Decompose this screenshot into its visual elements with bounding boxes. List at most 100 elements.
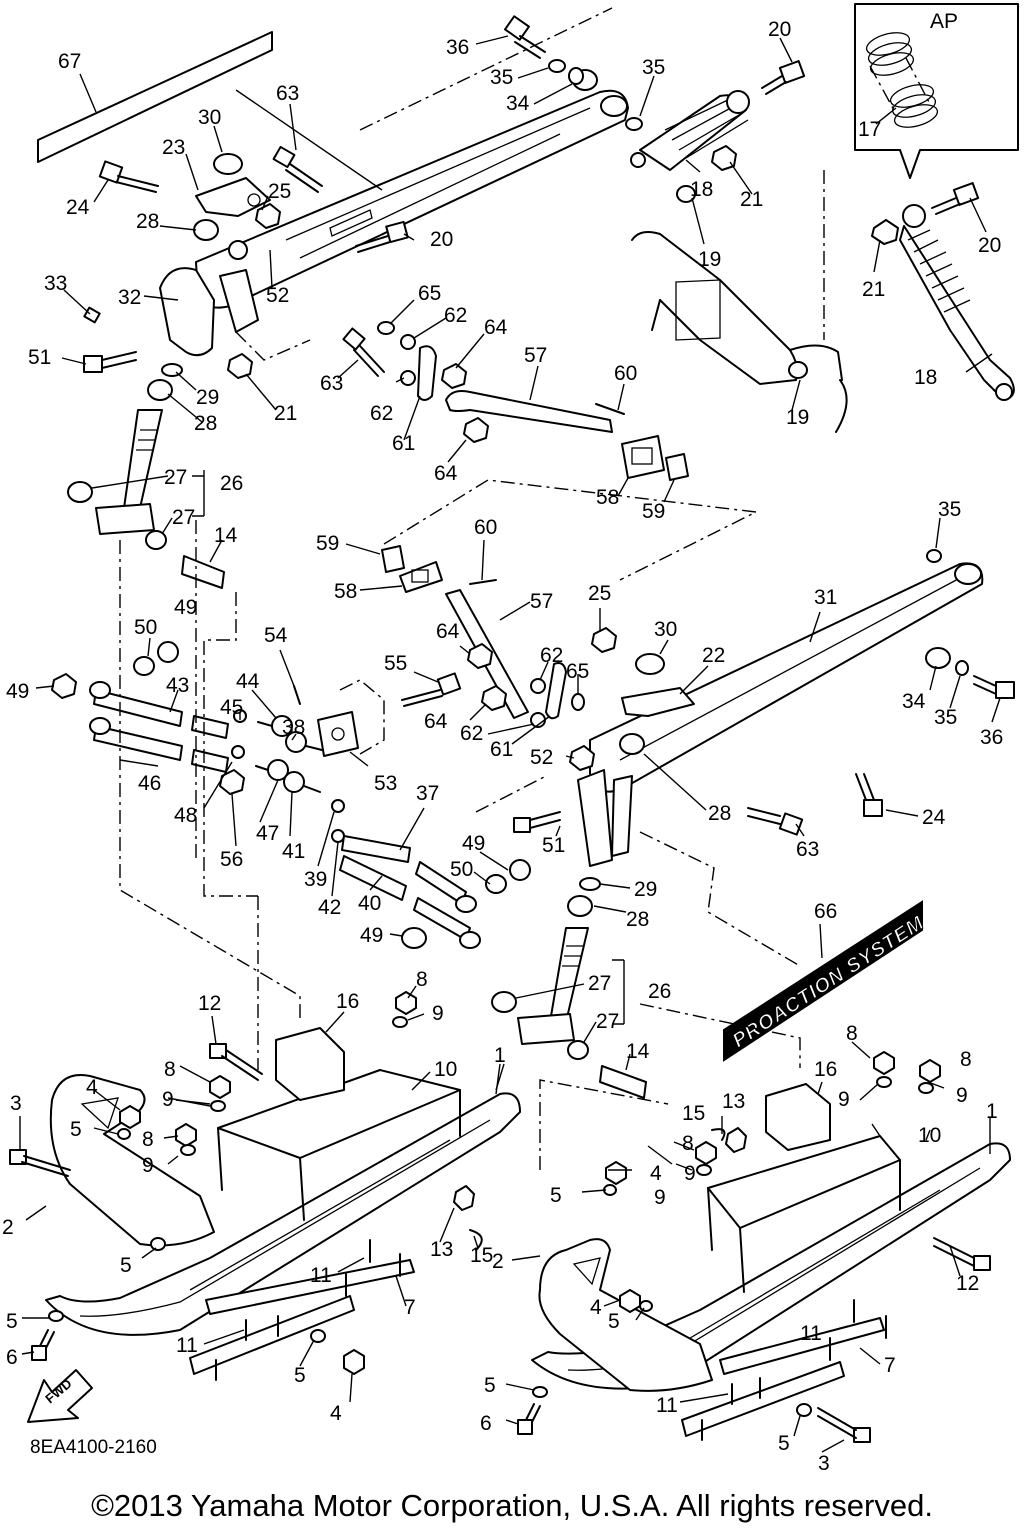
callout-48: 48 <box>174 804 197 827</box>
callout-49: 49 <box>6 680 29 703</box>
callout-54: 54 <box>264 624 288 647</box>
callout-35: 35 <box>934 706 957 729</box>
callout-11: 11 <box>176 1334 198 1357</box>
cap-30-mid <box>635 653 665 675</box>
bushing-62-mid <box>400 370 416 386</box>
callout-5: 5 <box>550 1184 562 1207</box>
washer-9-a <box>392 1016 408 1028</box>
callout-53: 53 <box>374 772 397 795</box>
callout-62: 62 <box>370 402 393 425</box>
plate-53 <box>317 711 359 757</box>
nut-21-top <box>711 145 737 171</box>
callout-51: 51 <box>542 834 565 857</box>
bolt-24-top <box>98 160 159 193</box>
bushing-28-top <box>193 219 219 241</box>
ball-joints <box>255 715 323 793</box>
callout-32: 32 <box>118 286 141 309</box>
nut-64-mid <box>463 417 489 443</box>
washer-9-d <box>876 1076 892 1088</box>
callout-24: 24 <box>922 806 946 829</box>
callout-5: 5 <box>120 1254 132 1277</box>
callout-1: 1 <box>986 1100 998 1123</box>
callout-2: 2 <box>492 1250 504 1273</box>
washer-5-b <box>150 1237 166 1251</box>
callout-39: 39 <box>304 868 327 891</box>
bushing-27-left-b <box>145 530 167 550</box>
nut-8-e <box>919 1059 941 1083</box>
callout-21: 21 <box>862 278 885 301</box>
callout-28: 28 <box>136 210 159 233</box>
callout-18: 18 <box>690 178 713 201</box>
nut-21-right <box>871 219 899 245</box>
nut-4-a <box>119 1105 141 1129</box>
bushing-50-left <box>133 656 155 676</box>
decal-66-text: PROACTION SYSTEM <box>729 912 929 1053</box>
callout-46: 46 <box>138 772 161 795</box>
bushing-27-left-a <box>67 481 93 503</box>
callout-28: 28 <box>708 802 731 825</box>
callout-49: 49 <box>462 832 485 855</box>
collar-14-left <box>181 555 225 589</box>
callout-25: 25 <box>588 582 611 605</box>
callout-62: 62 <box>540 644 563 667</box>
callout-57: 57 <box>530 590 553 613</box>
bushing-34-top <box>568 67 598 91</box>
callout-59: 59 <box>642 500 665 523</box>
ski-right <box>531 1142 1011 1392</box>
callout-19: 19 <box>786 406 809 429</box>
callout-8: 8 <box>164 1058 176 1081</box>
callout-31: 31 <box>814 586 837 609</box>
bushing-19-bottom <box>788 361 808 379</box>
callout-64: 64 <box>484 316 508 339</box>
callout-62: 62 <box>460 722 483 745</box>
bolt-36-top <box>504 15 546 59</box>
bolt-3-left <box>9 1149 71 1177</box>
callout-9: 9 <box>432 1002 444 1025</box>
callout-64: 64 <box>434 462 458 485</box>
callout-61: 61 <box>490 738 513 761</box>
plate-58-mid <box>399 561 443 593</box>
end-40 <box>459 931 481 949</box>
callout-43: 43 <box>166 674 189 697</box>
washer-5-d <box>310 1329 326 1343</box>
callout-65: 65 <box>566 660 589 683</box>
washer-9-c <box>180 1144 196 1156</box>
spindle-26-left <box>95 409 163 535</box>
bolt-6-left <box>31 1329 55 1361</box>
ski-left <box>45 1074 521 1336</box>
callout-19: 19 <box>698 248 721 271</box>
pin-60-mid <box>469 579 497 585</box>
cross-shafts <box>89 681 229 773</box>
callout-15: 15 <box>470 1244 493 1267</box>
diagram-code: 8EA4100-2160 <box>30 1437 157 1458</box>
callout-64: 64 <box>436 620 460 643</box>
callout-18: 18 <box>914 366 937 389</box>
nut-8-a <box>395 991 417 1015</box>
nut-56 <box>219 769 245 795</box>
callout-47: 47 <box>256 822 279 845</box>
callout-13: 13 <box>430 1238 453 1261</box>
callout-50: 50 <box>450 858 473 881</box>
bolt-12-left <box>209 1043 263 1081</box>
callout-13: 13 <box>722 1090 745 1113</box>
link-61-top <box>417 345 437 401</box>
shock-absorber-18-top <box>630 90 750 171</box>
callout-7: 7 <box>884 1354 896 1377</box>
callout-5: 5 <box>608 1310 620 1333</box>
callout-42: 42 <box>318 896 341 919</box>
bracket-23 <box>195 177 271 217</box>
plate-58-top <box>621 435 665 479</box>
callout-4: 4 <box>86 1076 98 1099</box>
washer-5-g <box>532 1386 548 1398</box>
pin-60-top <box>595 403 625 415</box>
callout-35: 35 <box>490 66 513 89</box>
washer-65-top <box>377 321 395 335</box>
callout-4: 4 <box>650 1162 662 1185</box>
callout-62: 62 <box>444 304 467 327</box>
rod-57-top <box>445 390 613 433</box>
decal-66: PROACTION SYSTEM <box>723 900 929 1062</box>
callout-labels: 67 36 35 34 35 20 63 30 23 24 25 28 18 2… <box>2 10 1003 1475</box>
callout-59: 59 <box>316 532 339 555</box>
nut-64-top <box>441 363 467 389</box>
callout-14: 14 <box>214 524 238 547</box>
